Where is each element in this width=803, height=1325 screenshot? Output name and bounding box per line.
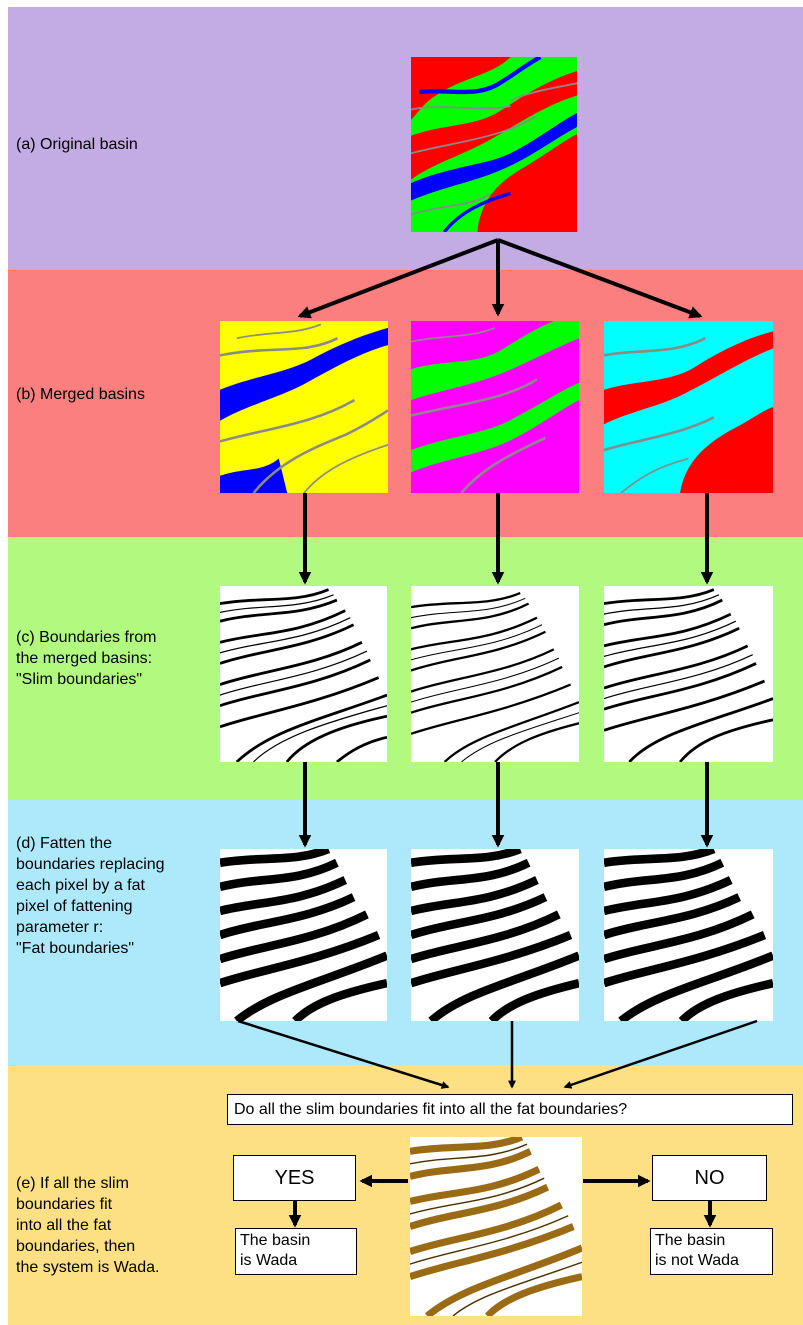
no-box: NO: [652, 1155, 767, 1201]
question-box: Do all the slim boundaries fit into all …: [227, 1094, 793, 1125]
overlay-boundaries-image: [410, 1137, 582, 1316]
fat-boundary-3-image: [604, 849, 773, 1021]
slim-boundary-2-image: [411, 586, 579, 762]
merged-basin-cyan-image: [604, 321, 773, 493]
merged-basin-yellow-image: [220, 321, 388, 493]
step-a-label: (a) Original basin: [16, 136, 138, 153]
step-b-label: (b) Merged basins: [16, 386, 145, 403]
step-d-label: (d) Fatten the boundaries replacing each…: [16, 835, 165, 957]
original-basin-image: [411, 57, 577, 232]
merged-basin-magenta-image: [411, 321, 579, 493]
slim-boundary-3-image: [604, 586, 773, 762]
result-not-wada-box: The basin is not Wada: [650, 1228, 773, 1275]
fat-boundary-2-image: [411, 849, 579, 1021]
slim-boundary-1-image: [220, 586, 387, 762]
step-c-label: (c) Boundaries from the merged basins: "…: [16, 629, 157, 688]
step-e-label: (e) If all the slim boundaries fit into …: [16, 1175, 160, 1276]
fat-boundary-1-image: [220, 849, 387, 1021]
result-wada-box: The basin is Wada: [235, 1228, 357, 1275]
yes-box: YES: [233, 1155, 356, 1201]
band-original-basin: [8, 7, 803, 270]
